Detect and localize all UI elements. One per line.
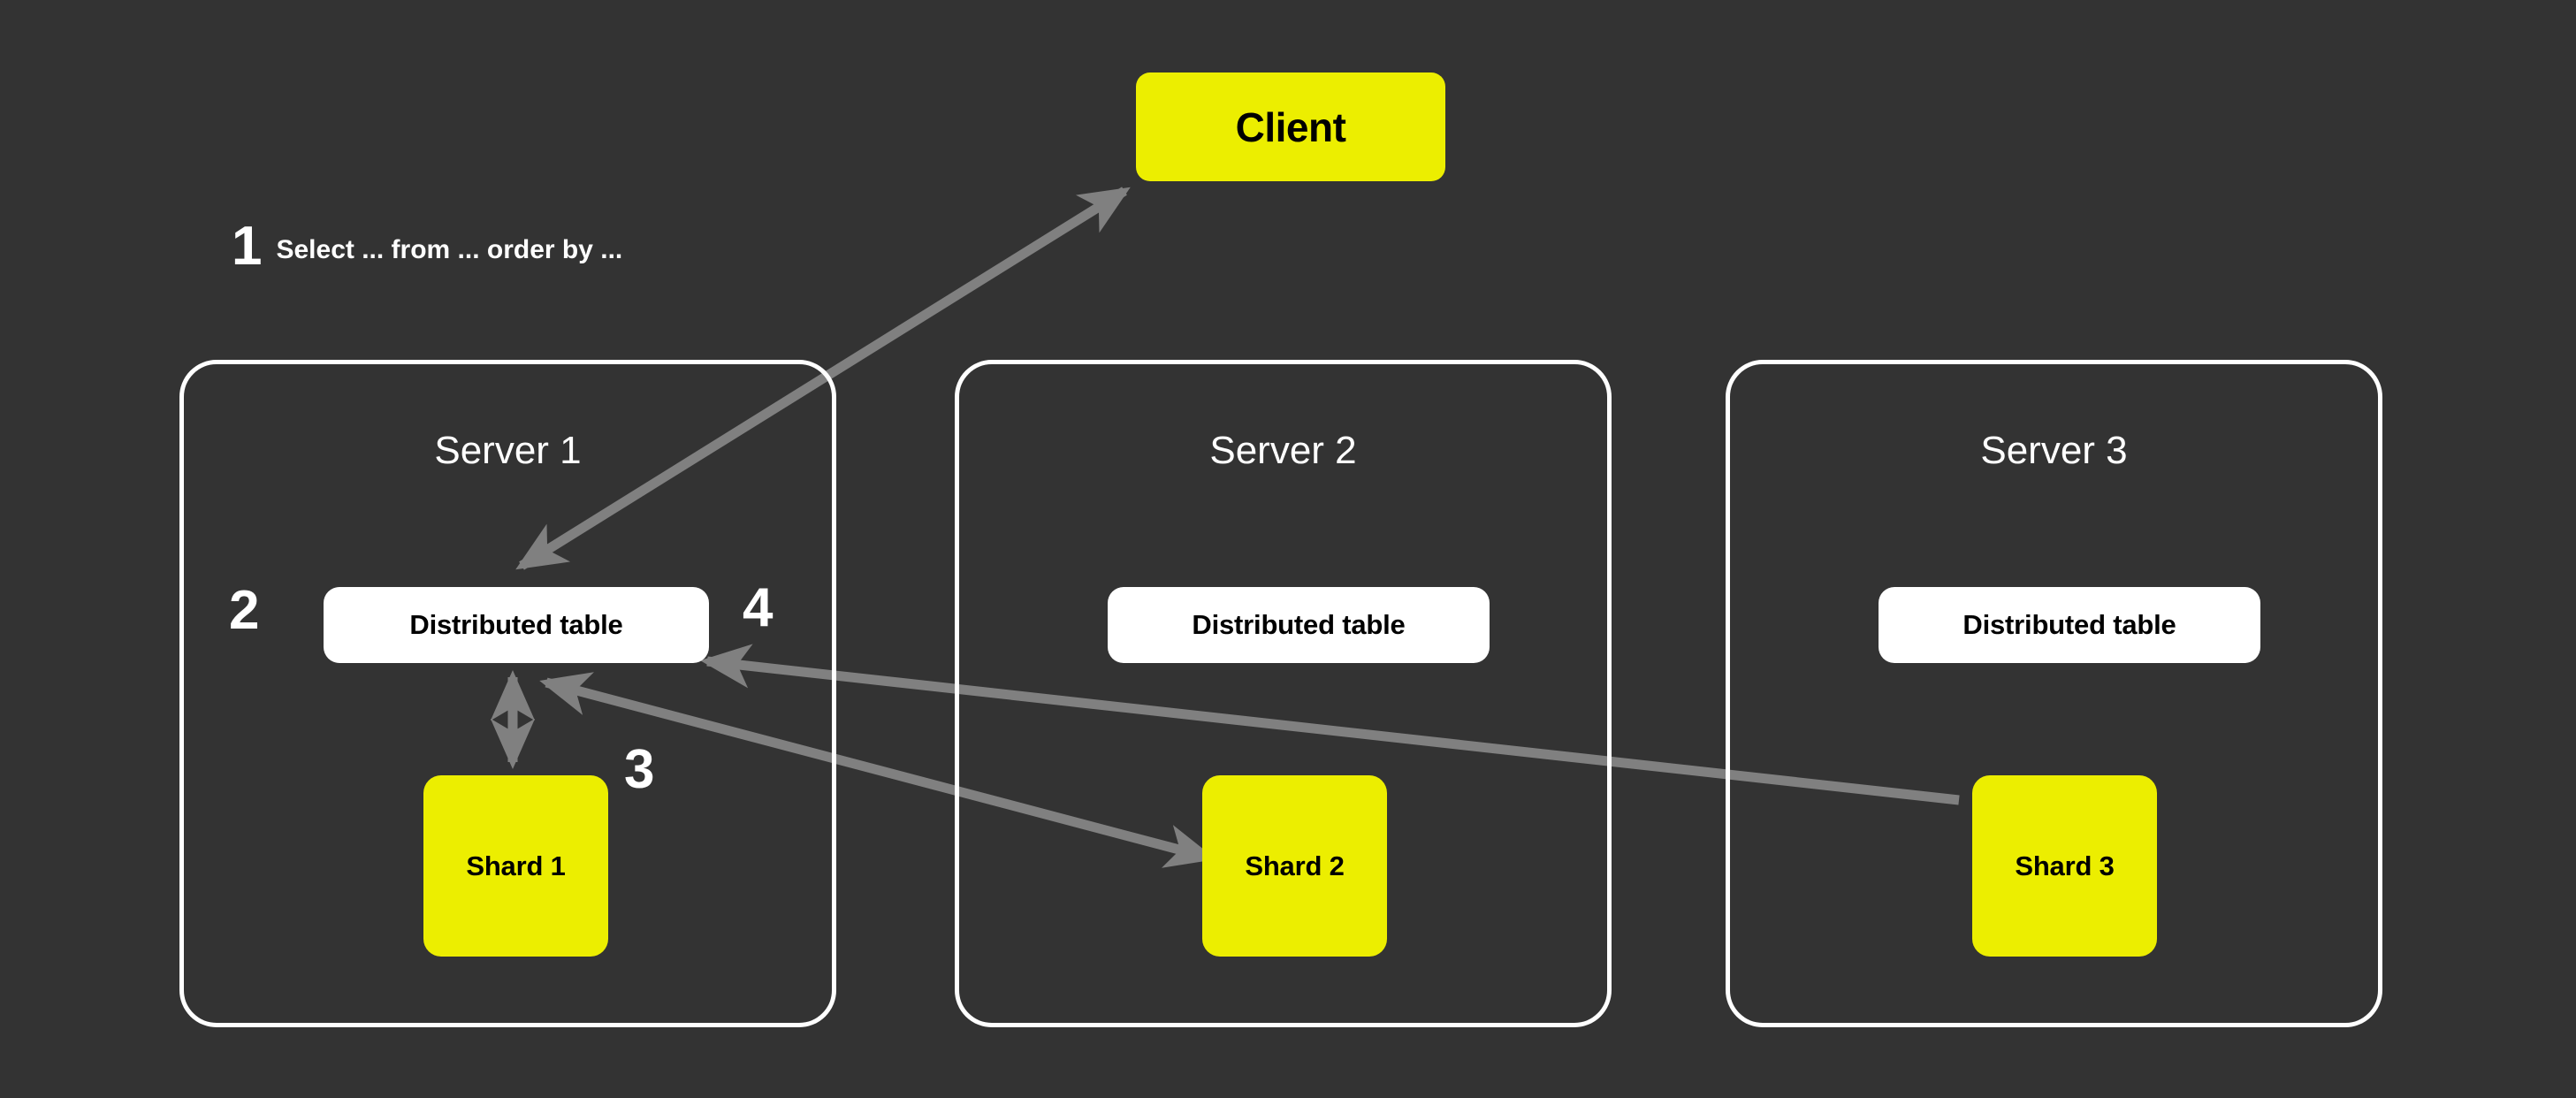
- server-1-frame: Server 1 Distributed table Shard 1: [179, 360, 836, 1027]
- server-1-title: Server 1: [434, 429, 582, 472]
- server-3-title: Server 3: [1980, 429, 2128, 472]
- server-2-distributed-table-label: Distributed table: [1192, 609, 1406, 640]
- step-1-query-text: Select ... from ... order by ...: [276, 235, 623, 264]
- server-1-shard[interactable]: Shard 1: [423, 775, 608, 957]
- client-label: Client: [1235, 103, 1346, 150]
- step-3-number: 3: [624, 739, 655, 800]
- server-3-distributed-table[interactable]: Distributed table: [1879, 587, 2260, 663]
- step-2-number: 2: [229, 580, 260, 641]
- server-1-shard-label: Shard 1: [466, 850, 566, 881]
- server-3-distributed-table-label: Distributed table: [1962, 609, 2176, 640]
- server-2-shard-label: Shard 2: [1245, 850, 1345, 881]
- server-2-shard[interactable]: Shard 2: [1202, 775, 1387, 957]
- server-3-shard-label: Shard 3: [2015, 850, 2115, 881]
- client-node[interactable]: Client: [1136, 72, 1445, 181]
- step-4-number: 4: [743, 577, 774, 638]
- server-2-title: Server 2: [1209, 429, 1357, 472]
- server-3-shard[interactable]: Shard 3: [1972, 775, 2157, 957]
- server-1-distributed-table[interactable]: Distributed table: [324, 587, 709, 663]
- server-3-frame: Server 3 Distributed table Shard 3: [1726, 360, 2382, 1027]
- server-1-distributed-table-label: Distributed table: [409, 609, 623, 640]
- step-1-caption: 1 Select ... from ... order by ...: [232, 219, 622, 274]
- step-1-number: 1: [232, 216, 263, 277]
- server-2-frame: Server 2 Distributed table Shard 2: [955, 360, 1612, 1027]
- server-2-distributed-table[interactable]: Distributed table: [1108, 587, 1490, 663]
